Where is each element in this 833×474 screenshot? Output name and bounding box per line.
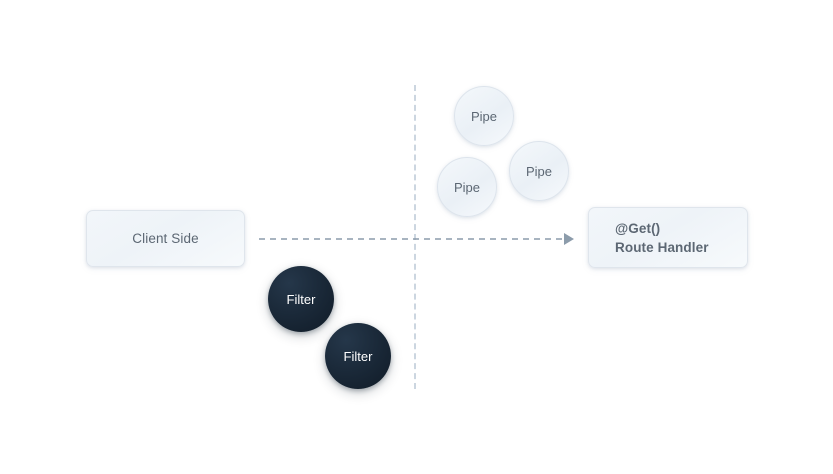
pipe-circle-3[interactable]: Pipe (509, 141, 569, 201)
horizontal-dashed-arrow (259, 233, 574, 245)
pipe-label-2: Pipe (453, 179, 481, 195)
route-handler-box[interactable]: @Get() Route Handler (588, 207, 748, 268)
route-handler-label: @Get() Route Handler (615, 220, 709, 255)
client-side-box[interactable]: Client Side (86, 210, 245, 267)
arrowhead-icon (564, 233, 574, 245)
pipe-label-1: Pipe (470, 108, 498, 124)
filter-label-2: Filter (343, 348, 373, 364)
pipe-circle-1[interactable]: Pipe (454, 86, 514, 146)
vertical-dashed-boundary-line (414, 85, 416, 389)
pipe-circle-2[interactable]: Pipe (437, 157, 497, 217)
filter-label-1: Filter (286, 291, 316, 307)
pipe-label-3: Pipe (525, 163, 553, 179)
filter-circle-2[interactable]: Filter (325, 323, 391, 389)
client-side-label: Client Side (132, 231, 199, 246)
filter-circle-1[interactable]: Filter (268, 266, 334, 332)
